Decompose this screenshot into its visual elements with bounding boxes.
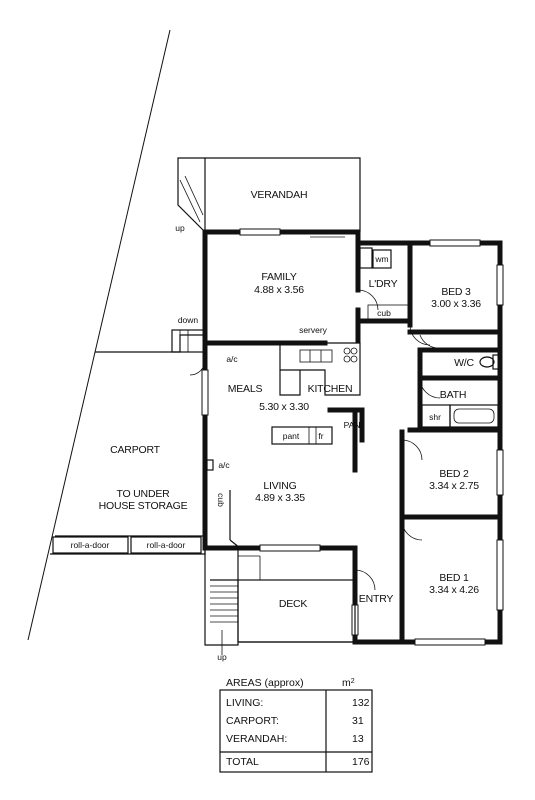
bed1-size: 3.34 x 4.26 — [429, 584, 479, 596]
areas-total-label: TOTAL — [226, 756, 259, 768]
cub-living-label: cub — [216, 493, 226, 507]
boundary-line — [27, 29, 171, 641]
laundry-fixtures — [357, 247, 411, 320]
areas-header: AREAS (approx) — [226, 677, 304, 689]
areas-row-label: VERANDAH: — [226, 733, 287, 745]
roll-a-door-1-label: roll-a-door — [71, 540, 110, 550]
down-stair-label: down — [178, 315, 199, 325]
servery-label: servery — [299, 325, 328, 335]
stair-down — [171, 329, 206, 376]
bed2-label: BED 2 — [439, 468, 469, 480]
storage-label-line2: HOUSE STORAGE — [99, 500, 188, 512]
bed3-size: 3.00 x 3.36 — [431, 298, 481, 310]
verandah-label: VERANDAH — [251, 189, 308, 201]
pant-label: pant — [283, 431, 300, 441]
areas-row-value: 132 — [352, 697, 370, 709]
entry-label: ENTRY — [359, 593, 394, 605]
areas-row-label: CARPORT: — [226, 715, 279, 727]
kitchen-label: KITCHEN — [308, 383, 353, 395]
up-deck-label: up — [217, 652, 227, 662]
verandah-outline — [177, 157, 361, 233]
areas-total-value: 176 — [352, 756, 370, 768]
family-size: 4.88 x 3.56 — [254, 284, 304, 296]
up-verandah-label: up — [175, 223, 185, 233]
ac-living-label: a/c — [218, 460, 230, 470]
areas-row-value: 31 — [352, 715, 364, 727]
areas-row-value: 13 — [352, 733, 364, 745]
wc-label: W/C — [454, 357, 474, 369]
carport-label: CARPORT — [110, 444, 161, 456]
fr-label: fr — [318, 431, 323, 441]
roll-a-door-2-frame — [130, 536, 202, 554]
bathroom-fixtures — [419, 334, 500, 428]
living-size: 4.89 x 3.35 — [255, 492, 305, 504]
shr-label: shr — [429, 412, 441, 422]
living-label: LIVING — [263, 480, 296, 492]
roll-a-door-2-label: roll-a-door — [147, 540, 186, 550]
wm-label: wm — [374, 254, 388, 264]
bath-label: BATH — [440, 389, 466, 401]
ac-meals-label: a/c — [226, 354, 238, 364]
areas-table — [219, 689, 373, 773]
deck-outline — [204, 548, 356, 655]
areas-row-label: LIVING: — [226, 697, 263, 709]
storage-label-line1: TO UNDER — [116, 488, 170, 500]
pantry-label: PAN — [344, 420, 361, 430]
ac-unit-marker — [206, 459, 214, 471]
bed1-label: BED 1 — [439, 572, 469, 584]
bed2-size: 3.34 x 2.75 — [429, 480, 479, 492]
deck-label: DECK — [279, 598, 308, 610]
family-label: FAMILY — [261, 271, 297, 283]
areas-unit: m2 — [342, 677, 355, 689]
cub-laundry-label: cub — [377, 308, 391, 318]
carport-outline — [50, 330, 206, 555]
kitchen-bench — [271, 342, 361, 445]
laundry-label: L'DRY — [369, 278, 398, 290]
door-swings — [229, 233, 431, 591]
meals-size: 5.30 x 3.30 — [259, 401, 309, 413]
meals-label: MEALS — [228, 383, 263, 395]
bed3-label: BED 3 — [441, 286, 471, 298]
roll-a-door-1-frame — [52, 536, 129, 554]
